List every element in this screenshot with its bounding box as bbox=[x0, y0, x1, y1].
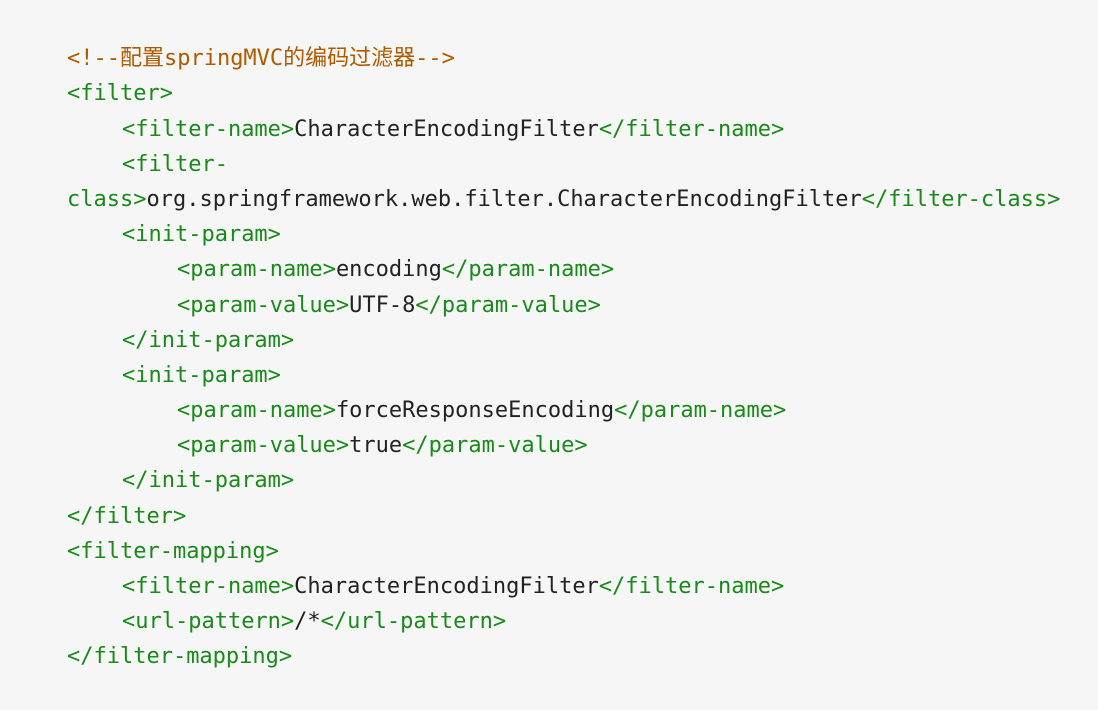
xml-tag: </filter> bbox=[66, 503, 187, 529]
code-line-filter-name: <filter-name>CharacterEncodingFilter</fi… bbox=[14, 534, 1098, 599]
xml-tag: <param-value> bbox=[176, 292, 350, 318]
code-block: <!--配置springMVC的编码过滤器--> <filter> <filte… bbox=[14, 6, 1098, 670]
xml-tag: </filter-name> bbox=[598, 574, 785, 600]
code-line-filter-close: </filter> bbox=[14, 463, 1098, 529]
xml-text: UTF-8 bbox=[349, 292, 416, 318]
xml-tag: <filter> bbox=[66, 81, 173, 107]
xml-text: forceResponseEncoding bbox=[335, 398, 615, 424]
xml-tag: <param-name> bbox=[176, 398, 336, 424]
xml-tag: <filter-mapping> bbox=[66, 538, 279, 564]
xml-tag: </param-value> bbox=[415, 292, 601, 318]
xml-tag: <filter- bbox=[121, 151, 228, 177]
xml-tag: <filter-name> bbox=[121, 116, 295, 142]
code-line-url-pattern: <url-pattern>/*</url-pattern> bbox=[14, 569, 1098, 634]
xml-text: encoding bbox=[335, 257, 442, 283]
xml-text: org.springframework.web.filter.Character… bbox=[146, 186, 862, 212]
code-line-filter-mapping-open: <filter-mapping> bbox=[14, 499, 1098, 564]
xml-tag: </url-pattern> bbox=[320, 609, 507, 635]
xml-tag: </param-value> bbox=[402, 433, 588, 459]
xml-tag: </filter-mapping> bbox=[66, 644, 293, 670]
xml-text: CharacterEncodingFilter bbox=[294, 116, 599, 142]
xml-tag: </filter-class> bbox=[861, 186, 1061, 212]
xml-tag: </init-param> bbox=[121, 327, 295, 353]
code-line-filter-class-wrap: class>org.springframework.web.filter.Cha… bbox=[14, 147, 1098, 212]
xml-tag: <init-param> bbox=[121, 222, 281, 248]
code-line-param-value: <param-value>true</param-value> bbox=[14, 393, 1098, 458]
code-line-filter-name: <filter-name>CharacterEncodingFilter</fi… bbox=[14, 76, 1098, 142]
xml-text: CharacterEncodingFilter bbox=[294, 574, 599, 600]
xml-tag: <url-pattern> bbox=[121, 609, 295, 635]
code-line-filter-class-start: <filter- bbox=[14, 112, 1098, 177]
xml-tag: class> bbox=[66, 186, 147, 212]
code-line-init-param-close: </init-param> bbox=[14, 428, 1098, 493]
xml-tag: </param-name> bbox=[614, 398, 787, 424]
xml-text: true bbox=[349, 433, 403, 459]
xml-tag: </filter-name> bbox=[598, 116, 785, 142]
code-line-param-name: <param-name>encoding</param-name> bbox=[14, 217, 1098, 282]
code-line-init-param-close: </init-param> bbox=[14, 288, 1098, 353]
xml-comment: <!--配置springMVC的编码过滤器--> bbox=[66, 46, 455, 72]
xml-tag: <param-value> bbox=[176, 433, 350, 459]
xml-tag: <init-param> bbox=[121, 362, 281, 388]
code-line-comment: <!--配置springMVC的编码过滤器--> bbox=[14, 6, 1098, 71]
xml-text: /* bbox=[294, 609, 321, 635]
code-line-param-name: <param-name>forceResponseEncoding</param… bbox=[14, 358, 1098, 423]
xml-tag: </init-param> bbox=[121, 468, 295, 494]
xml-tag: </param-name> bbox=[441, 257, 615, 283]
code-line-filter-open: <filter> bbox=[14, 41, 1098, 106]
code-line-param-value: <param-value>UTF-8</param-value> bbox=[14, 252, 1098, 318]
xml-tag: <filter-name> bbox=[121, 574, 295, 600]
xml-tag: <param-name> bbox=[176, 257, 336, 283]
code-line-init-param-open: <init-param> bbox=[14, 323, 1098, 388]
code-line-init-param-open: <init-param> bbox=[14, 182, 1098, 247]
